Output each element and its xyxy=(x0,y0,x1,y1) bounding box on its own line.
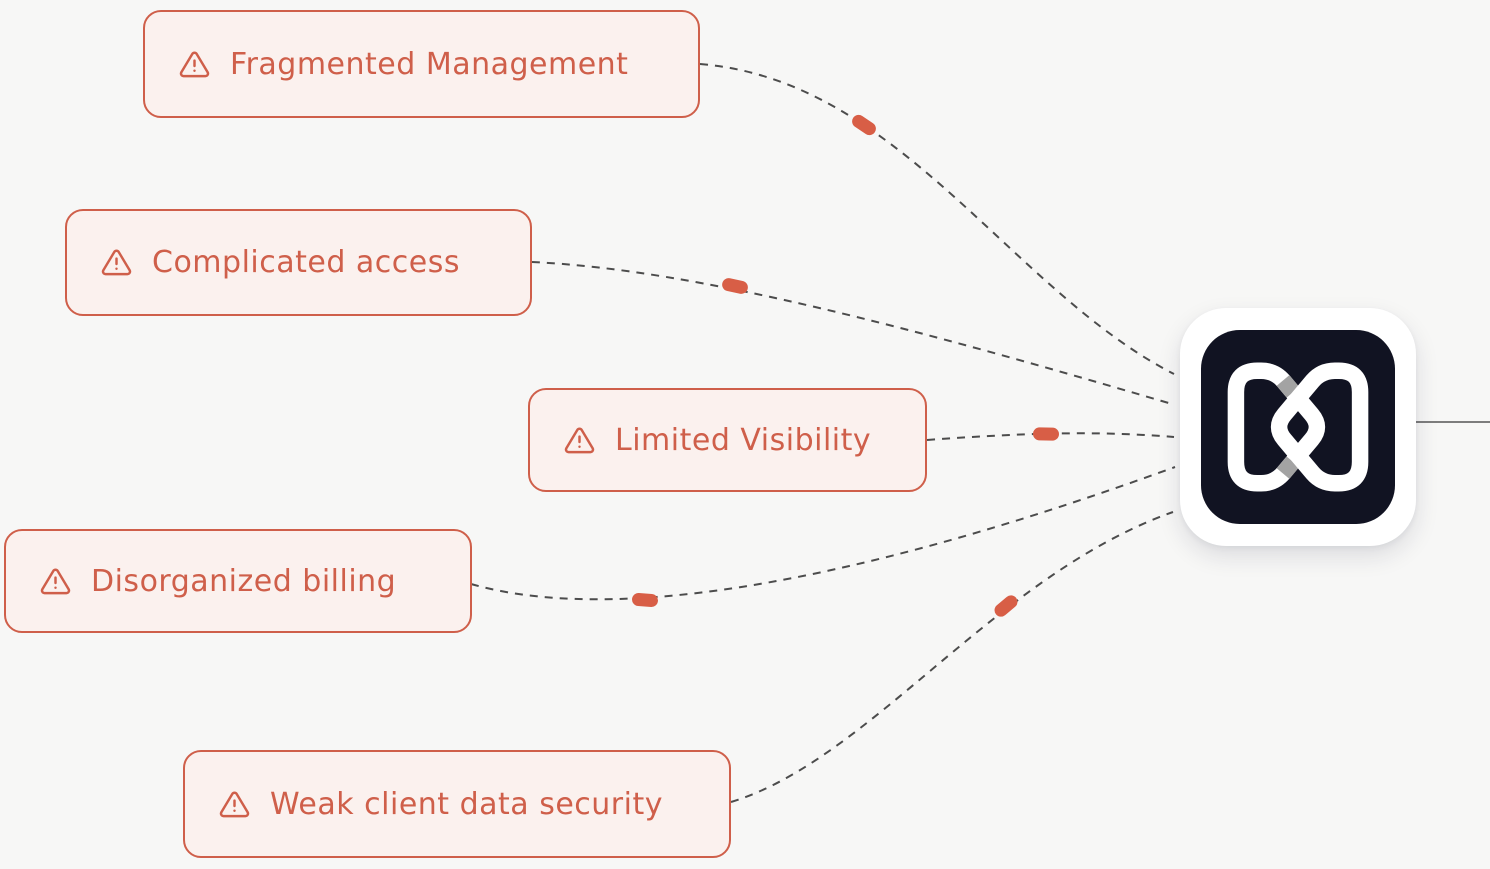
hub-output-connector xyxy=(1414,421,1490,423)
problem-node-limited-visibility[interactable]: Limited Visibility xyxy=(528,388,927,492)
hub-node-logo-card[interactable] xyxy=(1180,308,1416,546)
edge-complicated-access-to-hub[interactable] xyxy=(531,261,1173,405)
problem-label: Complicated access xyxy=(152,245,461,280)
problem-label: Weak client data security xyxy=(270,786,663,822)
alert-triangle-icon xyxy=(40,568,71,594)
edge-disorganized-billing-to-hub[interactable] xyxy=(470,466,1176,601)
edge-pulse xyxy=(852,114,876,136)
problem-node-weak-client-data-security[interactable]: Weak client data security xyxy=(183,750,731,858)
edge-weak-client-data-security-to-hub[interactable] xyxy=(730,511,1174,803)
alert-triangle-icon xyxy=(564,427,595,453)
logo-weave-shadows xyxy=(1276,375,1300,479)
edge-fragmented-management-to-hub[interactable] xyxy=(699,63,1175,375)
problem-node-complicated-access[interactable]: Complicated access xyxy=(65,209,532,316)
edge-pulse xyxy=(1033,427,1059,441)
edge-pulse xyxy=(994,595,1018,617)
logo-left-loop xyxy=(1227,362,1326,492)
problem-node-fragmented-management[interactable]: Fragmented Management xyxy=(143,10,700,118)
problem-label: Fragmented Management xyxy=(230,46,629,82)
alert-triangle-icon xyxy=(219,791,250,817)
interlocked-loops-logo-icon xyxy=(1201,330,1395,524)
problem-label: Disorganized billing xyxy=(91,563,397,599)
problem-node-disorganized-billing[interactable]: Disorganized billing xyxy=(4,529,472,633)
problem-label: Limited Visibility xyxy=(615,422,872,458)
edge-pulse xyxy=(722,278,748,294)
alert-triangle-icon xyxy=(101,249,132,276)
alert-triangle-icon xyxy=(179,51,210,77)
logo-right-loop xyxy=(1270,362,1369,492)
edge-pulse xyxy=(632,593,658,607)
